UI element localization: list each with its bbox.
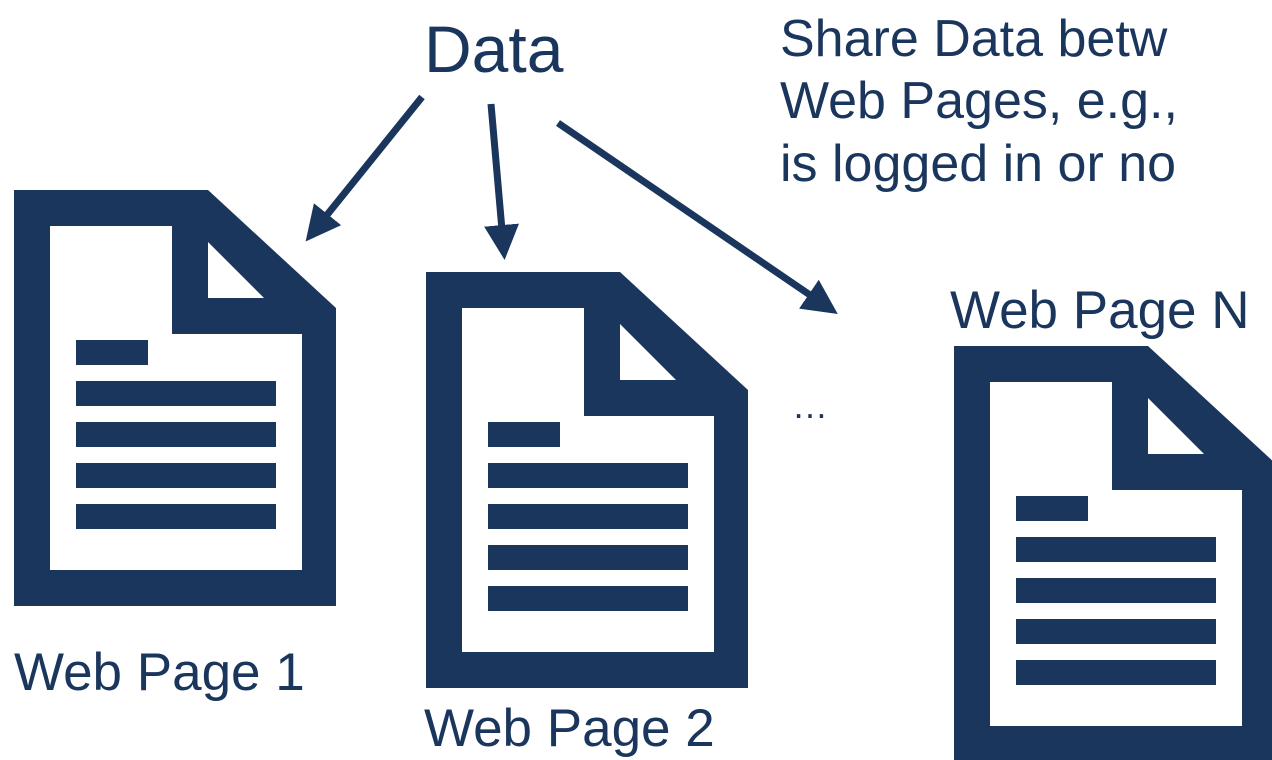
- web-page-2-label: Web Page 2: [424, 699, 715, 758]
- ellipsis: …: [792, 385, 828, 426]
- arrow-to-page-2: [484, 103, 520, 260]
- description-line: Web Pages, e.g.,: [780, 72, 1178, 131]
- web-page-n-label: Web Page N: [950, 281, 1250, 340]
- arrow-to-page-1: [305, 94, 425, 242]
- document-icon: [426, 272, 748, 688]
- description-line: Share Data betw: [780, 10, 1168, 68]
- document-icon: [14, 190, 336, 606]
- document-icon: [954, 346, 1272, 760]
- description-text: Share Data betw Web Pages, e.g., is logg…: [780, 8, 1178, 195]
- web-page-1-label: Web Page 1: [14, 643, 305, 702]
- data-label: Data: [424, 12, 564, 86]
- arrow-to-page-n: [556, 120, 838, 314]
- description-line: is logged in or no: [780, 134, 1177, 193]
